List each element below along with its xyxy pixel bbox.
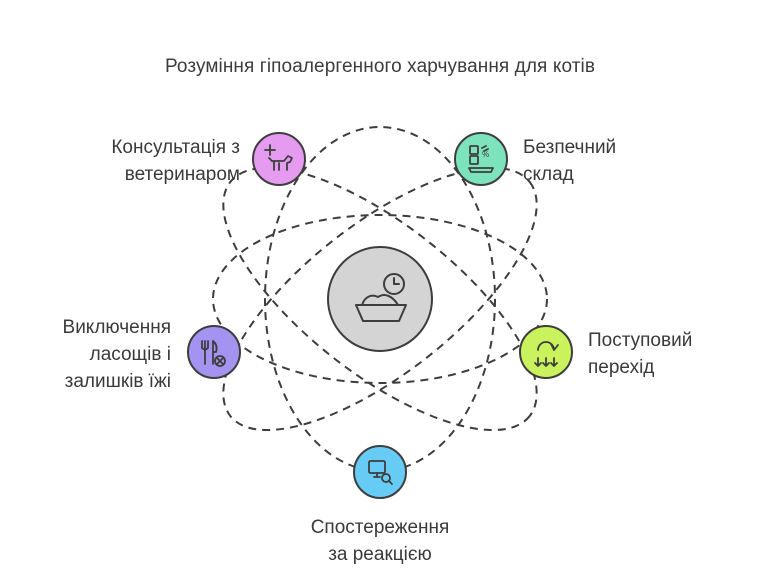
observe-node — [353, 445, 407, 499]
food-bowl-clock-icon — [355, 273, 407, 322]
orbit-group — [212, 126, 548, 472]
orbit-ellipse-horizontal — [212, 214, 548, 384]
observe-label: Спостереження за реакцією — [310, 517, 450, 565]
storage-containers-icon: % — [468, 145, 494, 173]
transition-label: Поступовий перехід — [588, 330, 693, 378]
vet-label: Консультація з ветеринаром — [111, 137, 240, 185]
dog-medical-cross-icon — [264, 144, 293, 171]
fork-knife-cancel-icon — [201, 340, 226, 367]
monitor-observation-icon — [368, 460, 393, 485]
exclude-label: Виключення ласощів і залишків їжі — [62, 317, 171, 392]
orbit-ellipse-diag-a — [222, 166, 538, 432]
gradual-change-icon — [534, 341, 559, 367]
orbit-ellipse-diag-b — [222, 166, 538, 432]
transition-node — [519, 325, 573, 379]
storage-node: % — [454, 132, 508, 186]
storage-label: Безпечний склад — [523, 137, 617, 185]
center-node — [327, 246, 433, 352]
svg-text:%: % — [482, 150, 489, 159]
diagram-title: Розуміння гіпоалергенного харчування для… — [164, 56, 596, 77]
vet-node — [252, 132, 306, 186]
exclude-node — [187, 325, 241, 379]
